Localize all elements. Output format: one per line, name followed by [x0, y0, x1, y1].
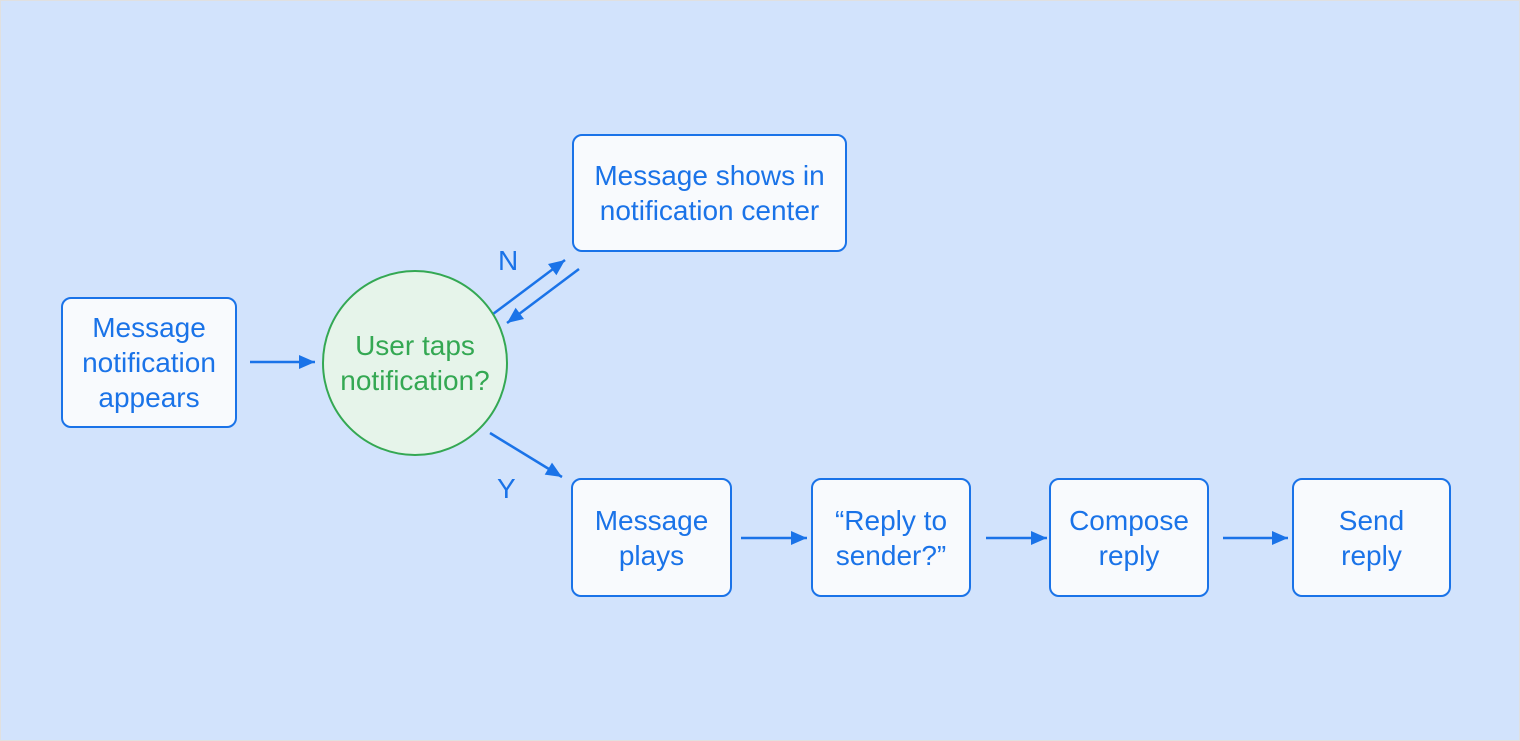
- edge-notification-center-to-decision: [506, 268, 580, 324]
- edge-label-yes: Y: [497, 473, 516, 504]
- send-reply-node: Send reply: [1292, 478, 1451, 597]
- start-node: Message notification appears: [61, 297, 237, 428]
- edge-decision-to-message-plays: [489, 431, 563, 479]
- message-plays-node: Message plays: [571, 478, 732, 597]
- decision-node: User taps notification?: [322, 270, 508, 456]
- notification-center-node: Message shows in notification center: [572, 134, 847, 252]
- edge-label-no: N: [498, 245, 519, 276]
- reply-to-sender-node: “Reply to sender?”: [811, 478, 971, 597]
- compose-reply-node: Compose reply: [1049, 478, 1209, 597]
